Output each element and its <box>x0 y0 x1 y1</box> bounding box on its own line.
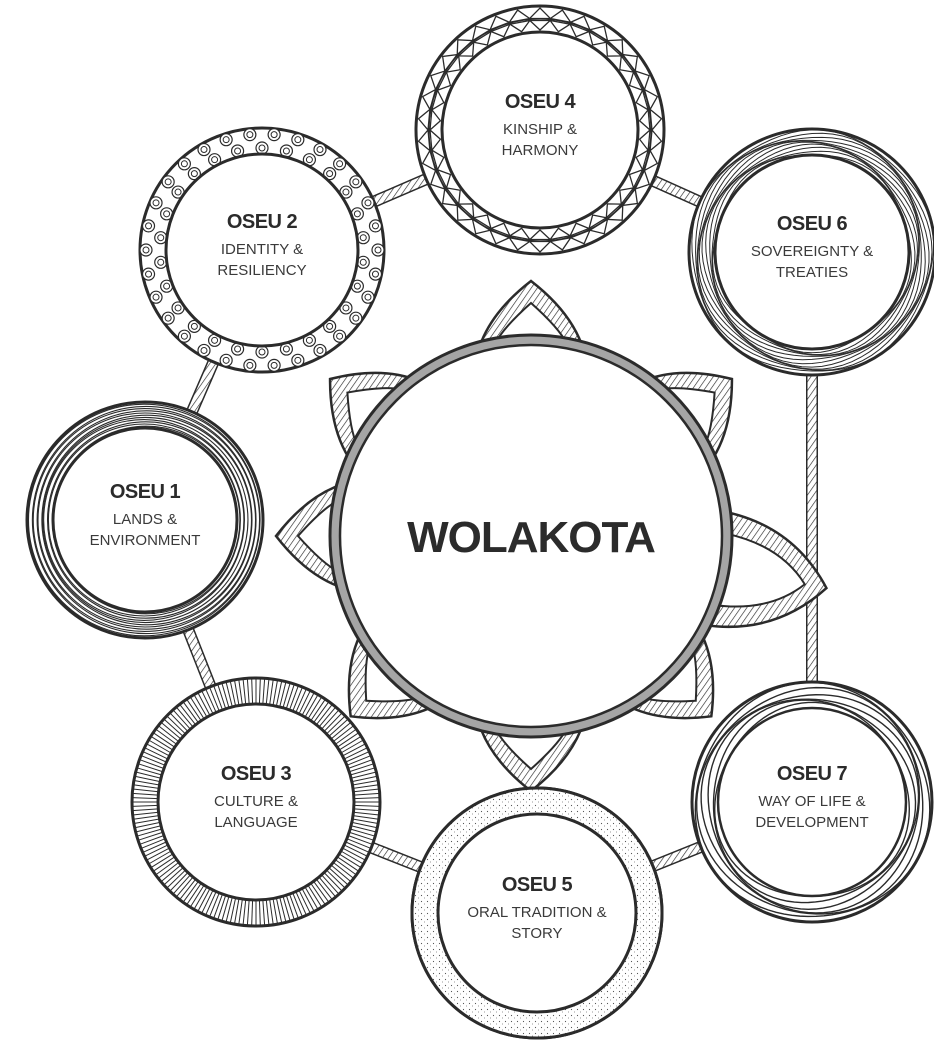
center-circle: WOLAKOTA <box>328 333 734 739</box>
oseu-6-title: OSEU 6 <box>777 213 848 235</box>
oseu-2-node: OSEU 2 IDENTITY & RESILIENCY <box>138 126 386 374</box>
oseu-5-label-line: STORY <box>511 925 562 942</box>
oseu-1-node: OSEU 1 LANDS & ENVIRONMENT <box>25 400 265 640</box>
oseu-7-node: OSEU 7 WAY OF LIFE & DEVELOPMENT <box>690 680 934 924</box>
oseu-3-node: OSEU 3 CULTURE & LANGUAGE <box>130 676 382 928</box>
oseu-2-label-line: IDENTITY & <box>221 241 303 258</box>
oseu-5-title: OSEU 5 <box>502 874 573 896</box>
connector-segment <box>647 841 707 872</box>
oseu-4-label-line: KINSHIP & <box>503 121 577 138</box>
oseu-5-node: OSEU 5 ORAL TRADITION & STORY <box>410 786 664 1040</box>
oseu-1-title: OSEU 1 <box>110 481 181 503</box>
oseu-4-title: OSEU 4 <box>505 91 577 113</box>
oseu-5-label-line: ORAL TRADITION & <box>467 904 606 921</box>
oseu-7-label-line: DEVELOPMENT <box>755 814 868 831</box>
oseu-2-label-line: RESILIENCY <box>217 262 306 279</box>
oseu-3-label-line: LANGUAGE <box>214 814 297 831</box>
connector-segment <box>365 841 427 873</box>
oseu-6-label-line: TREATIES <box>776 264 848 281</box>
oseu-1-label-line: LANDS & <box>113 511 177 528</box>
oseu-nodes: OSEU 1 LANDS & ENVIRONMENT OSEU 2 IDENTITY &… <box>25 4 934 1040</box>
center-title: WOLAKOTA <box>407 513 655 562</box>
oseu-4-label-line: HARMONY <box>502 142 579 159</box>
oseu-7-label-line: WAY OF LIFE & <box>758 793 865 810</box>
oseu-6-label-line: SOVEREIGNTY & <box>751 243 873 260</box>
connector-segment <box>186 356 220 418</box>
oseu-7-title: OSEU 7 <box>777 763 848 785</box>
connector-segment <box>182 624 217 692</box>
oseu-4-node: OSEU 4 KINSHIP & HARMONY <box>414 4 666 256</box>
outer-connector-ring <box>181 172 818 875</box>
oseu-1-label-line: ENVIRONMENT <box>90 532 201 549</box>
oseu-6-node: OSEU 6 SOVEREIGNTY & TREATIES <box>687 127 934 377</box>
connector-segment <box>647 175 706 208</box>
oseu-3-label-line: CULTURE & <box>214 793 298 810</box>
connector-segment <box>368 173 432 208</box>
oseu-2-title: OSEU 2 <box>227 211 298 233</box>
oseu-3-title: OSEU 3 <box>221 763 292 785</box>
